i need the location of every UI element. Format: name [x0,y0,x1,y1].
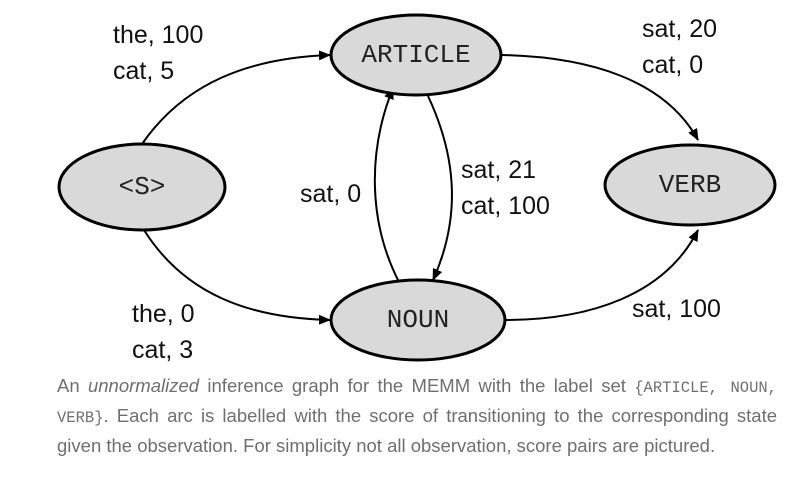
edge-label-noun-article: sat, 0 [300,180,361,208]
node-verb-label: VERB [659,170,721,200]
edge-label-start-article-2: cat, 5 [113,57,174,85]
edge-label-article-noun-1: sat, 21 [461,156,536,184]
node-noun-label: NOUN [387,305,449,335]
caption-part-1: An [57,375,88,396]
node-verb: VERB [603,143,777,227]
edge-label-noun-verb: sat, 100 [632,295,721,323]
node-article: ARTICLE [329,13,503,97]
edge-start-to-noun [143,229,331,325]
memm-inference-graph: <S> ARTICLE NOUN VERB the, 100 cat, 5 th… [57,13,777,364]
edge-label-start-noun-2: cat, 3 [132,336,193,364]
edge-label-start-article-1: the, 100 [113,21,203,49]
edge-label-article-verb-2: cat, 0 [642,51,703,79]
caption-part-2: inference graph for the MEMM with the la… [199,375,635,396]
edge-label-article-verb-1: sat, 20 [642,15,717,43]
caption-emphasis: unnormalized [87,375,200,396]
edge-noun-to-article [373,87,399,281]
caption-label-set: {ARTICLE, NOUN, VERB} [57,379,777,427]
figure-caption: An unnormalized inference graph for the … [57,372,777,460]
edge-article-to-verb [501,54,699,141]
node-start-label: <S> [119,172,166,202]
edge-label-start-noun-1: the, 0 [132,300,195,328]
node-noun: NOUN [329,278,507,362]
edge-noun-to-verb [504,229,699,321]
node-article-label: ARTICLE [361,40,470,70]
node-start: <S> [57,142,227,232]
edge-article-to-noun [427,95,453,281]
caption-part-3: . Each arc is labelled with the score of… [57,405,777,456]
edge-start-to-article [141,50,331,145]
edge-label-article-noun-2: cat, 100 [461,192,550,220]
